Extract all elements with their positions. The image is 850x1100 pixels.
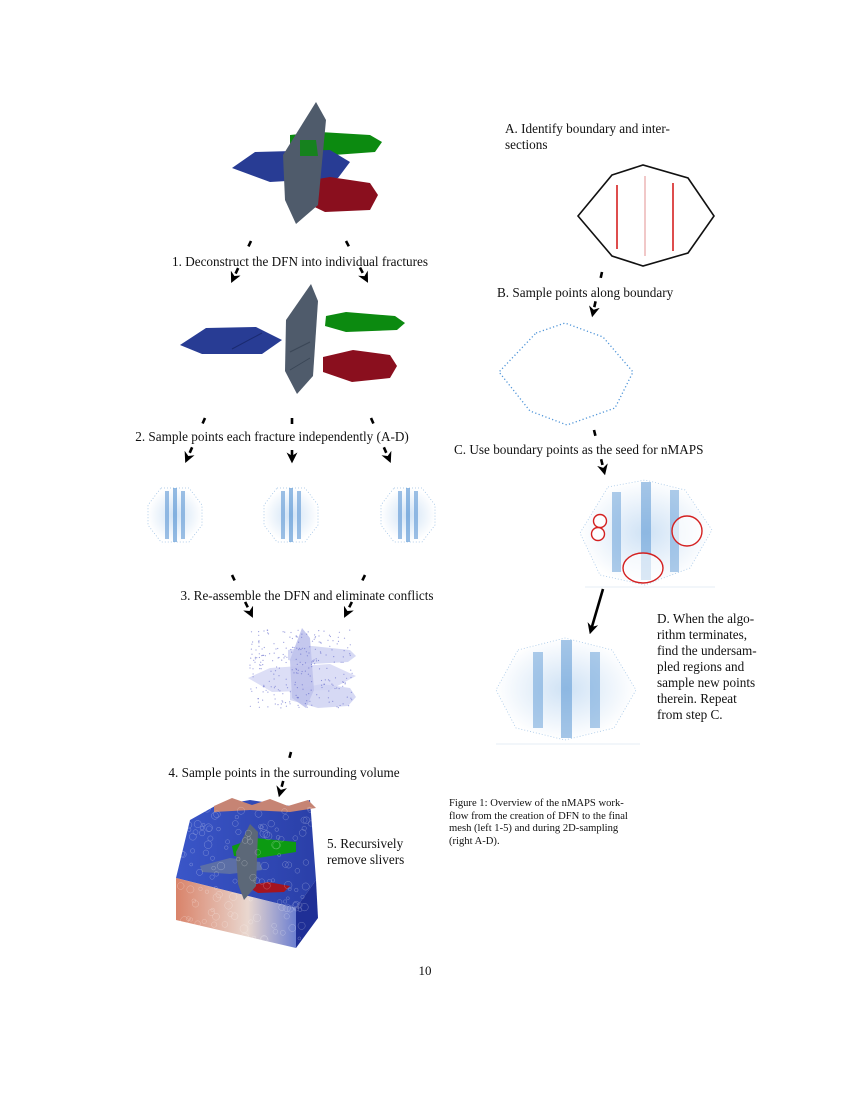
step-b-label: B. Sample points along boundary — [497, 285, 674, 300]
boundary-polygon-a — [576, 164, 715, 267]
undersampled-circle — [592, 513, 608, 529]
step-5-label-line1: 5. Recursively — [327, 836, 404, 851]
arrow-down-left-icon — [230, 240, 253, 283]
arrow-down-left-icon — [589, 271, 604, 318]
step-5-label-line2: remove slivers — [327, 852, 405, 867]
undersampled-circle — [622, 552, 664, 584]
volume-mesh — [176, 798, 318, 948]
step-3-label: 3. Re-assemble the DFN and eliminate con… — [180, 588, 434, 603]
arrow-down-left-icon — [587, 588, 605, 635]
step-4-label: 4. Sample points in the surrounding volu… — [168, 765, 400, 780]
caption-line: mesh (left 1-5) and during 2D-sampling — [449, 823, 619, 835]
step-1-label: 1. Deconstruct the DFN into individual f… — [172, 254, 428, 269]
step-d-line: sample new points — [657, 675, 756, 690]
step-d-line: pled regions and — [657, 659, 745, 674]
step-d-line: therein. Repeat — [657, 691, 737, 706]
sampled-fractures — [147, 487, 436, 543]
arrow-down-left-icon — [184, 417, 207, 463]
step-a-label-line1: A. Identify boundary and inter- — [505, 121, 670, 136]
step-d-label: D. When the algo- rithm terminates, find… — [657, 611, 757, 723]
dfn-image — [232, 102, 382, 224]
arrow-down-right-icon — [369, 417, 392, 463]
step-2-label: 2. Sample points each fracture independe… — [135, 429, 409, 444]
green-fracture — [325, 312, 405, 332]
gray-fracture — [283, 102, 326, 224]
page-number: 10 — [418, 963, 432, 978]
sampled-fracture — [263, 487, 319, 543]
figure-caption: Figure 1: Overview of the nMAPS work- fl… — [449, 798, 671, 848]
blue-fracture — [180, 327, 282, 354]
red-fracture — [246, 882, 290, 893]
gray-fracture — [285, 284, 318, 394]
step-c-label: C. Use boundary points as the seed for n… — [454, 442, 704, 457]
caption-line: (right A-D). — [449, 835, 500, 847]
final-sampling-d — [495, 637, 640, 745]
step-d-line: D. When the algo- — [657, 611, 755, 626]
step-a-label-line2: sections — [505, 137, 548, 152]
sampled-fracture — [380, 487, 436, 543]
gray-fracture — [236, 824, 258, 900]
boundary-points-b — [498, 322, 634, 426]
undersampled-circle — [671, 515, 703, 547]
arrow-down-icon — [592, 429, 608, 476]
arrow-down-right-icon — [344, 240, 369, 283]
undersampled-circle — [590, 526, 606, 542]
arrow-down-icon — [276, 751, 293, 798]
red-fracture — [323, 350, 397, 382]
caption-line: Figure 1: Overview of the nMAPS work- — [449, 798, 624, 809]
sampled-fracture — [147, 487, 203, 543]
reassembled-point-cloud — [248, 628, 356, 709]
deconstructed-fractures — [180, 284, 405, 394]
step-d-line: rithm terminates, — [657, 627, 748, 642]
step-d-line: from step C. — [657, 707, 723, 722]
step-d-line: find the undersam- — [657, 643, 757, 658]
caption-line: flow from the creation of DFN to the fin… — [449, 810, 628, 822]
nmaps-sampling-c — [579, 479, 715, 588]
